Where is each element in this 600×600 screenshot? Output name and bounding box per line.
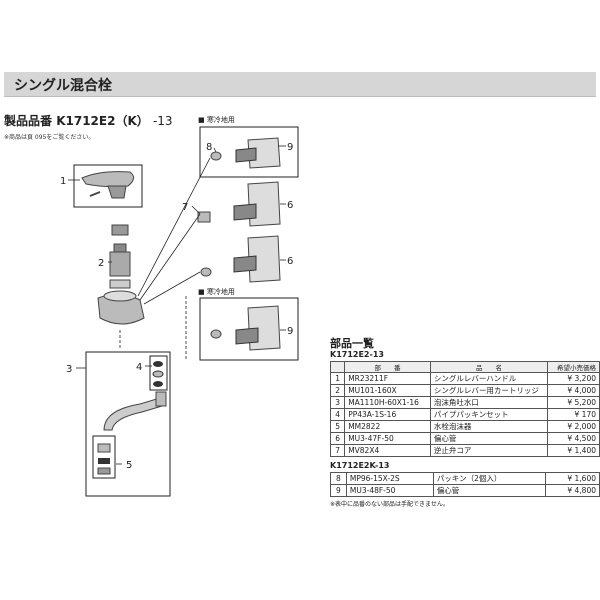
callout-2: 2 <box>98 258 104 269</box>
product-suffix: -13 <box>152 114 173 128</box>
row-name: シングルレバー用カートリッジ <box>429 384 548 397</box>
callout-5: 5 <box>126 460 132 471</box>
eccentric-pipe-6-upper <box>233 181 281 227</box>
faucet-body <box>97 290 145 325</box>
spout-part <box>103 391 167 431</box>
row-code: MU101-160X <box>344 384 431 397</box>
callout-8: 8 <box>206 142 212 153</box>
row-no: 6 <box>329 432 346 445</box>
col-no <box>329 361 346 373</box>
row-price: ¥ 170 <box>546 408 600 421</box>
row-no: 4 <box>329 408 346 421</box>
parts-table-1: 部 番 品 名 希望小売価格 1 MR23211F シングルレバーハンドル ¥ … <box>329 361 600 457</box>
cold-area-label-bottom: ■ 寒冷地用 <box>198 287 235 296</box>
row-price: ¥ 4,500 <box>546 432 600 445</box>
row-price: ¥ 1,600 <box>544 472 600 485</box>
callout-6-upper: 6 <box>287 200 293 211</box>
parts-footnote: ※表中に品番のない部品は手配できません。 <box>330 501 449 508</box>
callout-7: 7 <box>182 202 188 213</box>
row-code: MR23211F <box>344 372 431 385</box>
spout-box <box>85 351 171 497</box>
packing-part <box>152 361 164 387</box>
row-name: パッキン（2個入） <box>432 472 546 485</box>
row-name: 偏心管 <box>432 484 546 497</box>
eccentric-pipe-9-bottom <box>235 305 281 351</box>
parts-list-title: 部品一覧 <box>330 337 374 350</box>
row-no: 1 <box>329 372 346 385</box>
eccentric-pipe-9-top <box>235 137 281 169</box>
table-row: 5 MM2822 水栓泡沫器 ¥ 2,000 <box>329 420 600 433</box>
table-row: 1 MR23211F シングルレバーハンドル ¥ 3,200 <box>329 372 600 385</box>
aerator-part <box>97 443 111 475</box>
parts-table-header: 部 番 品 名 希望小売価格 <box>329 361 600 373</box>
table-row: 2 MU101-160X シングルレバー用カートリッジ ¥ 4,000 <box>329 384 600 397</box>
col-price: 希望小売価格 <box>546 361 600 373</box>
product-model: 製品品番 K1712E2（K） -13 <box>4 112 173 129</box>
cartridge-part <box>109 224 131 289</box>
col-name: 品 名 <box>429 361 548 373</box>
row-name: 泡沫角吐水口 <box>429 396 548 409</box>
table-row: 3 MA1110H-60X1-16 泡沫角吐水口 ¥ 5,200 <box>329 396 600 409</box>
callout-9-bottom: 9 <box>287 326 293 337</box>
section-banner: シングル混合栓 <box>4 72 596 97</box>
exploded-diagram: ■ 寒冷地用 ■ 寒冷地用 <box>60 115 299 497</box>
row-code: MV82X4 <box>344 444 431 457</box>
row-price: ¥ 2,000 <box>546 420 600 433</box>
row-name: 逆止弁コア <box>429 444 548 457</box>
row-no: 2 <box>329 384 346 397</box>
row-price: ¥ 1,400 <box>546 444 600 457</box>
row-name: パイプパッキンセット <box>429 408 548 421</box>
eccentric-pipe-6-lower <box>233 235 281 283</box>
cold-area-box-top <box>199 126 299 178</box>
series-label-2: K1712E2K-13 <box>330 461 390 470</box>
callout-1: 1 <box>60 176 66 187</box>
handle-part <box>81 171 134 199</box>
callout-3: 3 <box>66 364 72 375</box>
product-label: 製品品番 <box>4 114 53 128</box>
row-no: 7 <box>329 444 346 457</box>
row-name: 偏心管 <box>429 432 548 445</box>
table-row: 8 MP96-15X-2S パッキン（2個入） ¥ 1,600 <box>330 472 600 485</box>
cold-area-label-top: ■ 寒冷地用 <box>198 115 235 124</box>
row-price: ¥ 5,200 <box>546 396 600 409</box>
handle-box <box>73 164 143 208</box>
leader-lines <box>68 145 286 465</box>
packing-upper <box>210 151 222 161</box>
series-label-1: K1712E2-13 <box>330 350 384 359</box>
row-code: MM2822 <box>344 420 431 433</box>
row-price: ¥ 4,800 <box>544 484 600 497</box>
row-code: MP96-15X-2S <box>345 472 434 485</box>
product-model-number: K1712E2（K） <box>56 114 149 128</box>
product-note: ※商品は頁 095をご覧ください。 <box>4 134 95 141</box>
row-name: 水栓泡沫器 <box>429 420 548 433</box>
row-code: MU3-48F-50 <box>345 484 434 497</box>
aerator-box <box>92 435 116 479</box>
section-title: シングル混合栓 <box>14 78 112 94</box>
row-price: ¥ 3,200 <box>546 372 600 385</box>
callout-9-top: 9 <box>287 142 293 153</box>
table-row: 7 MV82X4 逆止弁コア ¥ 1,400 <box>329 444 600 457</box>
row-no: 5 <box>329 420 346 433</box>
callout-4: 4 <box>136 362 142 373</box>
check-valve-core-lower <box>200 267 212 277</box>
row-no: 3 <box>329 396 346 409</box>
packing-box <box>149 355 168 391</box>
row-code: MU3-47F-50 <box>344 432 431 445</box>
table-row: 6 MU3-47F-50 偏心管 ¥ 4,500 <box>329 432 600 445</box>
row-no: 9 <box>330 484 347 497</box>
row-code: PP43A-1S-16 <box>344 408 431 421</box>
callout-6-lower: 6 <box>287 256 293 267</box>
row-name: シングルレバーハンドル <box>429 372 548 385</box>
row-price: ¥ 4,000 <box>546 384 600 397</box>
col-code: 部 番 <box>344 361 431 373</box>
row-no: 8 <box>330 472 347 485</box>
row-code: MA1110H-60X1-16 <box>344 396 431 409</box>
table-row: 4 PP43A-1S-16 パイプパッキンセット ¥ 170 <box>329 408 600 421</box>
packing-lower <box>210 329 222 339</box>
table-row: 9 MU3-48F-50 偏心管 ¥ 4,800 <box>330 484 600 497</box>
parts-table-2: 8 MP96-15X-2S パッキン（2個入） ¥ 1,600 9 MU3-48… <box>330 472 600 497</box>
cold-area-box-bottom <box>199 297 299 361</box>
